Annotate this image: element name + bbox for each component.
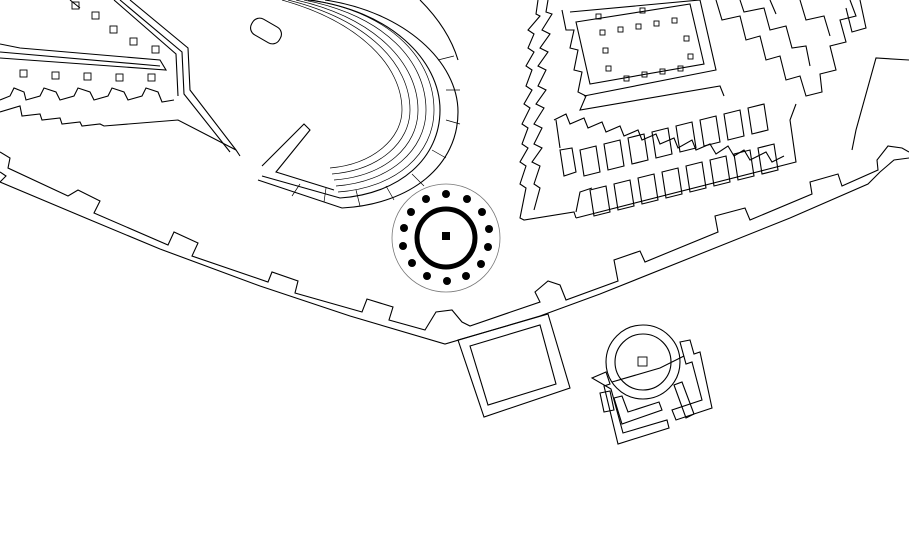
city-wall-west [0,145,909,345]
courtyard-column-bases [595,7,694,82]
tholos [391,183,501,293]
small-structure [250,17,282,45]
gate-tower [457,313,571,418]
theatre-cavea [257,0,461,209]
round-temple-enclosure [590,324,713,445]
agora-complex [519,0,909,221]
stoa-complex [0,0,241,157]
tholos-columns [399,190,493,285]
stoa-column-bases [19,1,160,82]
